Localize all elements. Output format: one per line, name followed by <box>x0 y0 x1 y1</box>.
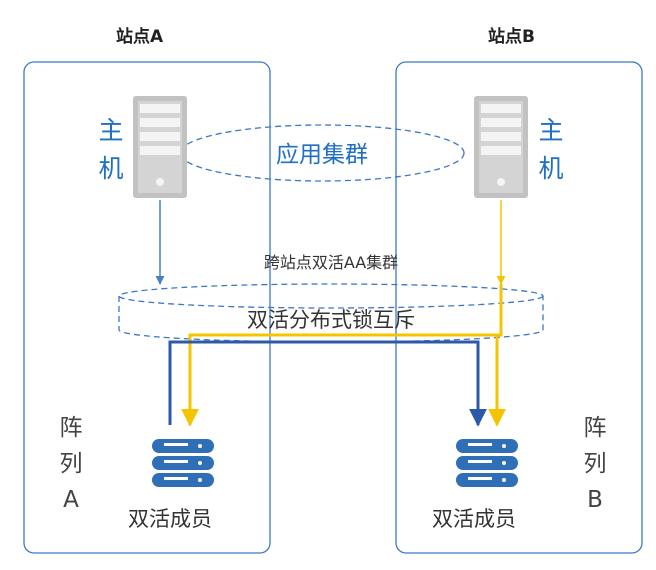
site-b-title: 站点B <box>488 27 535 47</box>
distributed-lock-cylinder <box>118 283 544 343</box>
server-icon <box>474 96 528 198</box>
database-icon <box>152 439 214 487</box>
distributed-lock-label: 双活分布式锁互斥 <box>247 308 415 332</box>
app-cluster-ellipse <box>179 124 465 182</box>
host-b-label: 主机 <box>538 116 564 183</box>
blue-io-path <box>168 340 487 427</box>
yellow-io-path <box>181 284 503 427</box>
app-cluster-label: 应用集群 <box>276 142 368 168</box>
server-icon <box>133 96 187 198</box>
site-b-frame <box>395 61 643 554</box>
host-a-label: 主机 <box>98 116 124 183</box>
database-icon <box>456 439 518 487</box>
cross-site-cluster-label: 跨站点双活AA集群 <box>264 253 398 272</box>
site-a-title: 站点A <box>116 27 164 47</box>
member-b-label: 双活成员 <box>432 507 516 531</box>
member-a-label: 双活成员 <box>128 507 212 531</box>
